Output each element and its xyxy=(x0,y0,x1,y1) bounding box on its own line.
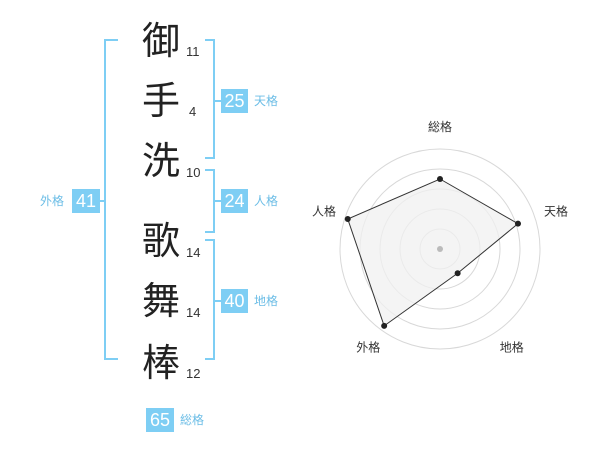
tenkaku-bracket xyxy=(205,39,215,159)
radar-points xyxy=(344,176,521,329)
tenkaku-label: 天格 xyxy=(254,94,279,108)
soukaku-label: 総格 xyxy=(180,413,205,427)
soukaku-score: 65 xyxy=(146,408,174,432)
name-char-3: 洗 xyxy=(141,139,180,183)
radar-axis-label-2: 天格 xyxy=(544,203,568,218)
stroke-count-6: 12 xyxy=(186,366,201,381)
name-char-4: 歌 xyxy=(141,219,180,263)
stroke-count-1: 11 xyxy=(186,44,200,59)
tenkaku-score: 25 xyxy=(221,89,248,113)
name-char-1: 御 xyxy=(141,19,180,63)
chikaku-bracket xyxy=(205,239,215,360)
radar-axis-label-5: 人格 xyxy=(312,203,336,218)
name-char-2: 手 xyxy=(141,79,180,123)
radar-axis-label-4: 外格 xyxy=(356,340,380,355)
radar-point-1 xyxy=(437,176,443,182)
stroke-count-2: 4 xyxy=(189,104,197,119)
gaikaku-label: 外格 xyxy=(40,194,65,208)
radar-point-4 xyxy=(381,322,388,329)
radar-point-2 xyxy=(514,220,521,227)
stroke-count-3: 10 xyxy=(186,165,201,180)
chikaku-label: 地格 xyxy=(254,294,279,308)
radar-center-dot xyxy=(437,246,443,252)
stroke-count-4: 14 xyxy=(186,245,201,260)
radar-point-3 xyxy=(454,270,461,277)
stroke-count-5: 14 xyxy=(186,305,201,320)
jinkaku-score: 24 xyxy=(221,189,248,213)
radar-polygon xyxy=(347,178,519,327)
name-char-6: 棒 xyxy=(141,341,180,385)
radar-axis-label-3: 地格 xyxy=(500,340,524,355)
name-char-5: 舞 xyxy=(141,279,180,323)
chikaku-score: 40 xyxy=(221,289,248,313)
radar-point-5 xyxy=(344,216,351,223)
radar-axis-label-1: 総格 xyxy=(428,119,452,134)
outer-bracket xyxy=(104,39,118,360)
jinkaku-label: 人格 xyxy=(254,194,279,208)
gaikaku-score: 41 xyxy=(72,189,100,213)
